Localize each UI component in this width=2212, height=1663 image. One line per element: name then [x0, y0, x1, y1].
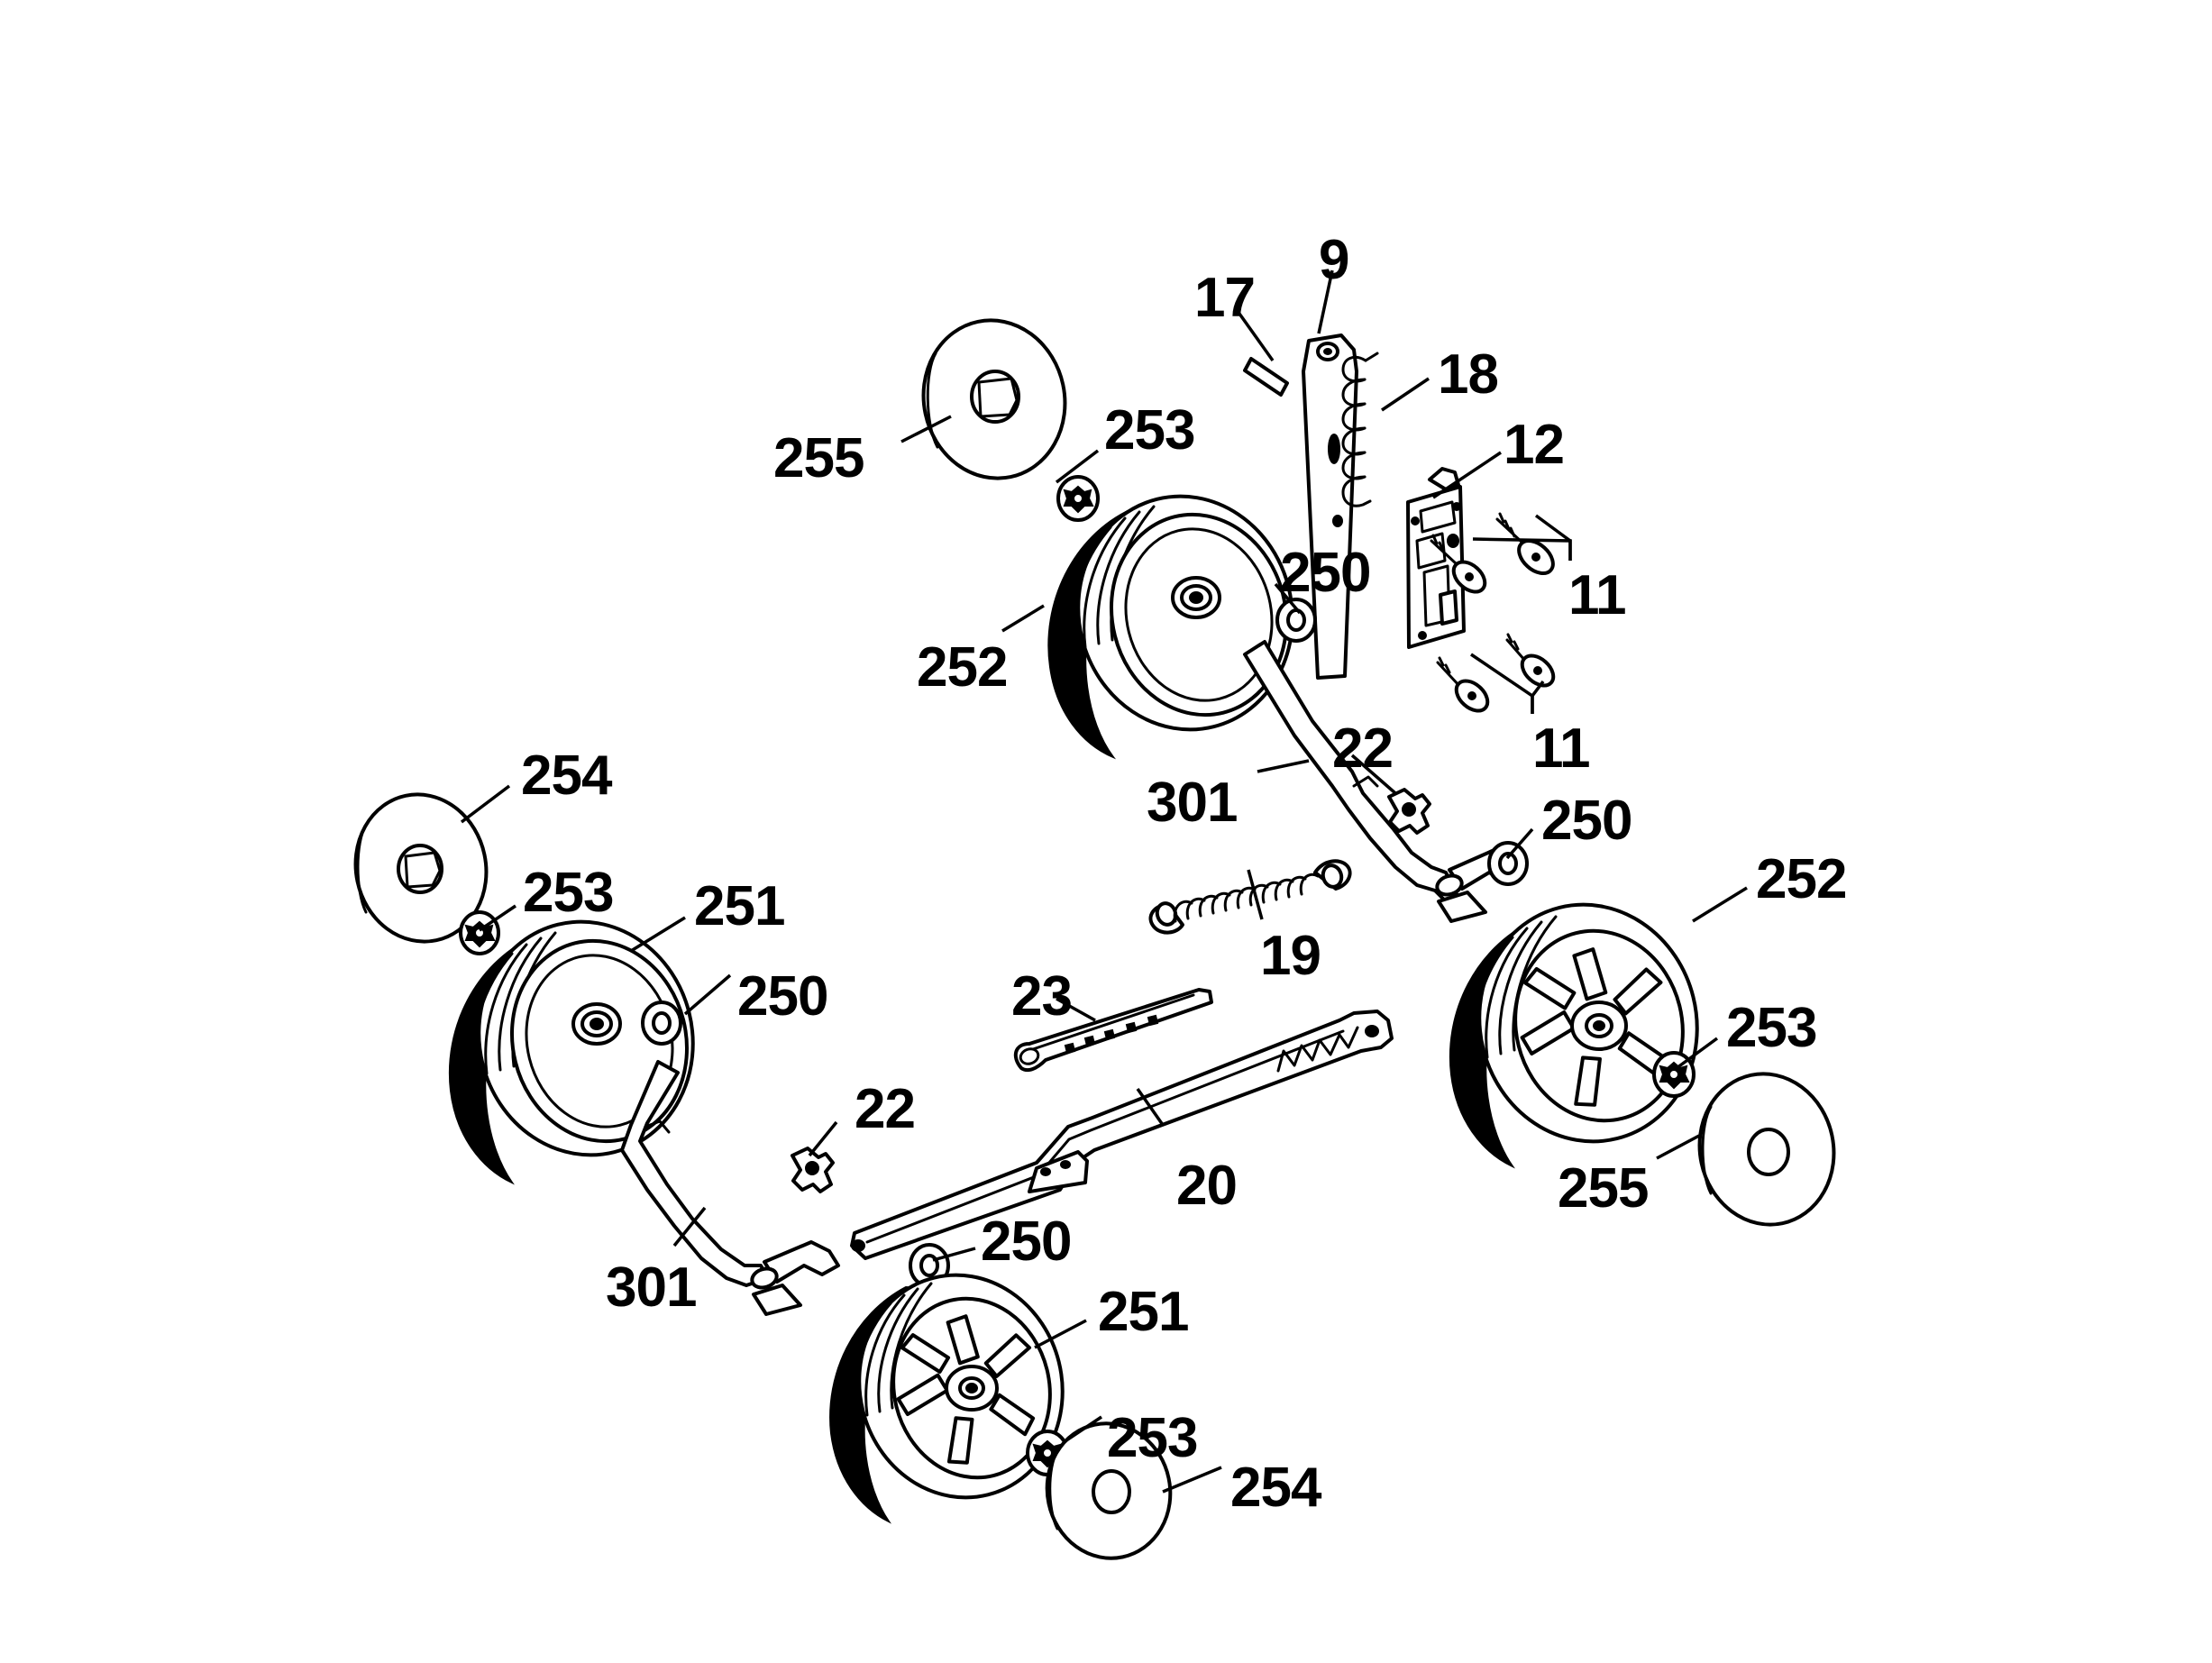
callout-label-254-b: 254	[1230, 1457, 1321, 1519]
part-retaining-clip-upper	[1387, 788, 1431, 835]
leader-lines	[460, 270, 1748, 1494]
callout-label-19: 19	[1260, 925, 1321, 987]
part-washer-right	[1487, 841, 1529, 886]
callout-label-22-a: 22	[1332, 717, 1394, 780]
part-hub-cap-disc-bottom	[1045, 1421, 1173, 1560]
callout-label-250-d: 250	[981, 1211, 1072, 1273]
callout-label-18: 18	[1438, 343, 1499, 406]
part-rear-wheel-right	[1449, 902, 1699, 1169]
callout-label-253-a: 253	[1104, 399, 1195, 461]
callout-label-22-b: 22	[855, 1078, 916, 1140]
part-hub-cap-washer-upper	[921, 318, 1067, 480]
callout-label-301-a: 301	[1147, 772, 1238, 834]
callout-label-301-b: 301	[606, 1256, 697, 1319]
part-front-wheel-bottom	[829, 1273, 1065, 1524]
callout-label-11-a: 11	[1568, 564, 1627, 626]
callout-label-251-b: 251	[1098, 1281, 1189, 1343]
callout-label-251-a: 251	[694, 875, 785, 937]
part-height-adjust-rod-lower	[620, 1060, 840, 1316]
callout-label-253-c: 253	[1726, 997, 1817, 1059]
part-hub-cap-washer-right	[1697, 1072, 1836, 1227]
part-hub-cap-disc-left	[353, 792, 489, 944]
callout-label-255-b: 255	[1558, 1157, 1649, 1220]
part-push-nut-left	[459, 910, 500, 955]
callout-label-252-a: 252	[917, 636, 1008, 699]
part-roll-pin	[1243, 357, 1289, 397]
callout-label-250-c: 250	[737, 965, 828, 1028]
part-front-wheel-left	[448, 919, 695, 1185]
part-retaining-clip-lower	[791, 1147, 835, 1193]
part-rear-wheel-upper	[1047, 494, 1294, 760]
callout-label-254-a: 254	[521, 745, 612, 807]
part-extension-spring	[1148, 859, 1352, 935]
part-screw-2	[1430, 534, 1487, 594]
callout-label-20: 20	[1176, 1155, 1238, 1217]
callout-label-9: 9	[1319, 229, 1349, 291]
callout-label-253-b: 253	[523, 862, 614, 924]
part-push-nut-upper	[1056, 475, 1100, 522]
callout-label-12: 12	[1504, 414, 1565, 476]
callout-label-252-b: 252	[1756, 848, 1847, 910]
part-washer-upper	[1275, 598, 1317, 643]
callout-label-250-a: 250	[1280, 542, 1371, 604]
part-link-bar	[850, 1010, 1394, 1260]
callout-label-23: 23	[1011, 965, 1073, 1028]
part-adjuster-link-rod	[1013, 988, 1213, 1073]
callout-label-11-b: 11	[1532, 717, 1591, 780]
part-screw-3	[1505, 633, 1556, 688]
callout-label-255-a: 255	[773, 427, 864, 489]
callout-label-253-d: 253	[1107, 1407, 1198, 1469]
part-torsion-spring	[1341, 352, 1379, 507]
part-screw-4	[1436, 656, 1490, 713]
part-screw-1	[1495, 512, 1555, 576]
callout-label-17: 17	[1194, 267, 1256, 329]
part-washer-left	[641, 1001, 682, 1046]
callout-label-250-b: 250	[1541, 790, 1632, 852]
